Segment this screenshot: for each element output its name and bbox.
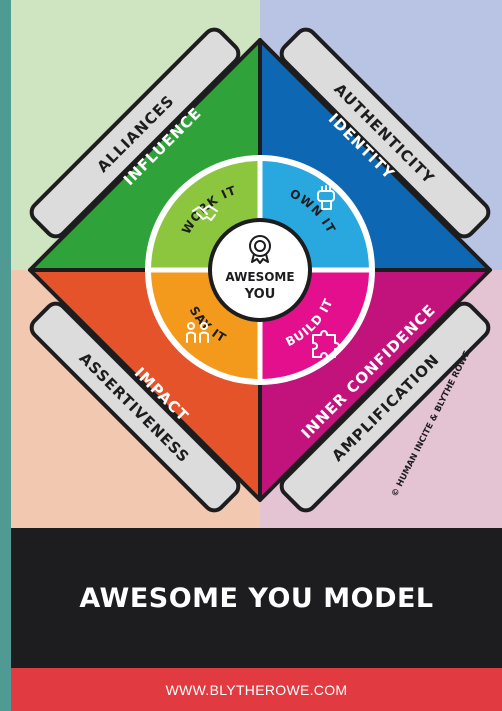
- center-line2: YOU: [244, 287, 276, 302]
- center-line1: AWESOME: [225, 270, 294, 284]
- award-badge-icon: [249, 235, 271, 264]
- puzzle-icon: [312, 330, 340, 358]
- footer-title: AWESOME YOU MODEL: [11, 528, 502, 668]
- raised-fist-icon: [317, 185, 335, 210]
- footer-url[interactable]: WWW.BLYTHEROWE.COM: [11, 668, 502, 711]
- handshake-icon: [192, 205, 218, 221]
- center-badge: [208, 218, 312, 322]
- people-talking-icon: [186, 322, 209, 343]
